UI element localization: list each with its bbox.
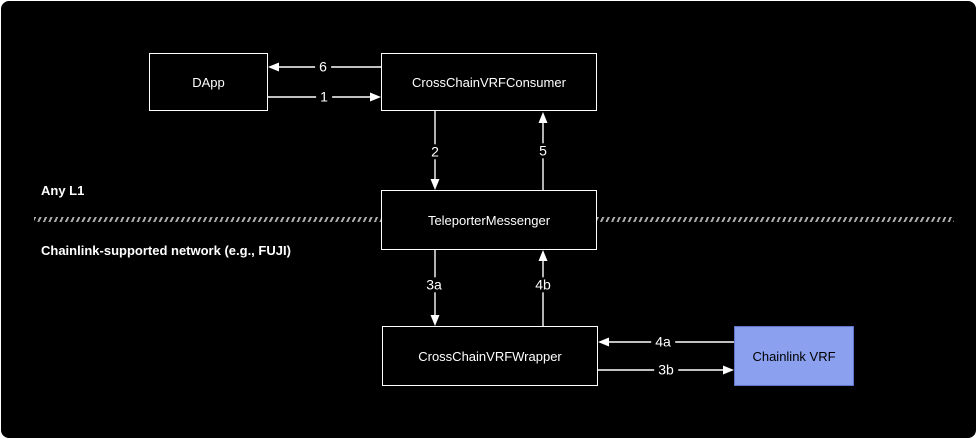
edge-4a-label: 4a bbox=[651, 333, 675, 350]
edge-1-arrowhead bbox=[370, 92, 381, 102]
edge-5-arrowhead bbox=[538, 112, 548, 123]
edge-2-label: 2 bbox=[427, 143, 443, 160]
edge-6-arrowhead bbox=[268, 62, 279, 72]
edge-3b-label: 3b bbox=[654, 361, 678, 378]
edge-4a-arrowhead bbox=[598, 337, 609, 347]
edge-4b-arrowhead bbox=[538, 250, 548, 261]
edge-4b-label: 4b bbox=[531, 276, 555, 293]
node-dapp: DApp bbox=[149, 53, 268, 111]
edge-1-label: 1 bbox=[316, 88, 332, 105]
edge-6-label: 6 bbox=[315, 58, 331, 75]
node-crosschain-vrf-consumer: CrossChainVRFConsumer bbox=[381, 53, 597, 111]
node-chainlink-vrf-label: Chainlink VRF bbox=[752, 348, 836, 364]
node-teleporter-messenger: TeleporterMessenger bbox=[381, 190, 597, 250]
node-crosschain-vrf-wrapper: CrossChainVRFWrapper bbox=[382, 326, 598, 386]
edge-5-label: 5 bbox=[535, 142, 551, 159]
edge-2-arrowhead bbox=[430, 179, 440, 190]
edge-3a-label: 3a bbox=[422, 276, 446, 293]
node-dapp-label: DApp bbox=[192, 74, 225, 90]
edge-3a-arrowhead bbox=[430, 315, 440, 326]
node-teleporter-messenger-label: TeleporterMessenger bbox=[427, 212, 551, 228]
node-crosschain-vrf-consumer-label: CrossChainVRFConsumer bbox=[412, 74, 566, 90]
node-chainlink-vrf: Chainlink VRF bbox=[734, 326, 854, 386]
region-label-any-l1: Any L1 bbox=[41, 183, 85, 198]
edge-3b-arrowhead bbox=[723, 365, 734, 375]
node-crosschain-vrf-wrapper-label: CrossChainVRFWrapper bbox=[418, 348, 562, 364]
region-label-chainlink-network: Chainlink-supported network (e.g., FUJI) bbox=[41, 243, 291, 258]
